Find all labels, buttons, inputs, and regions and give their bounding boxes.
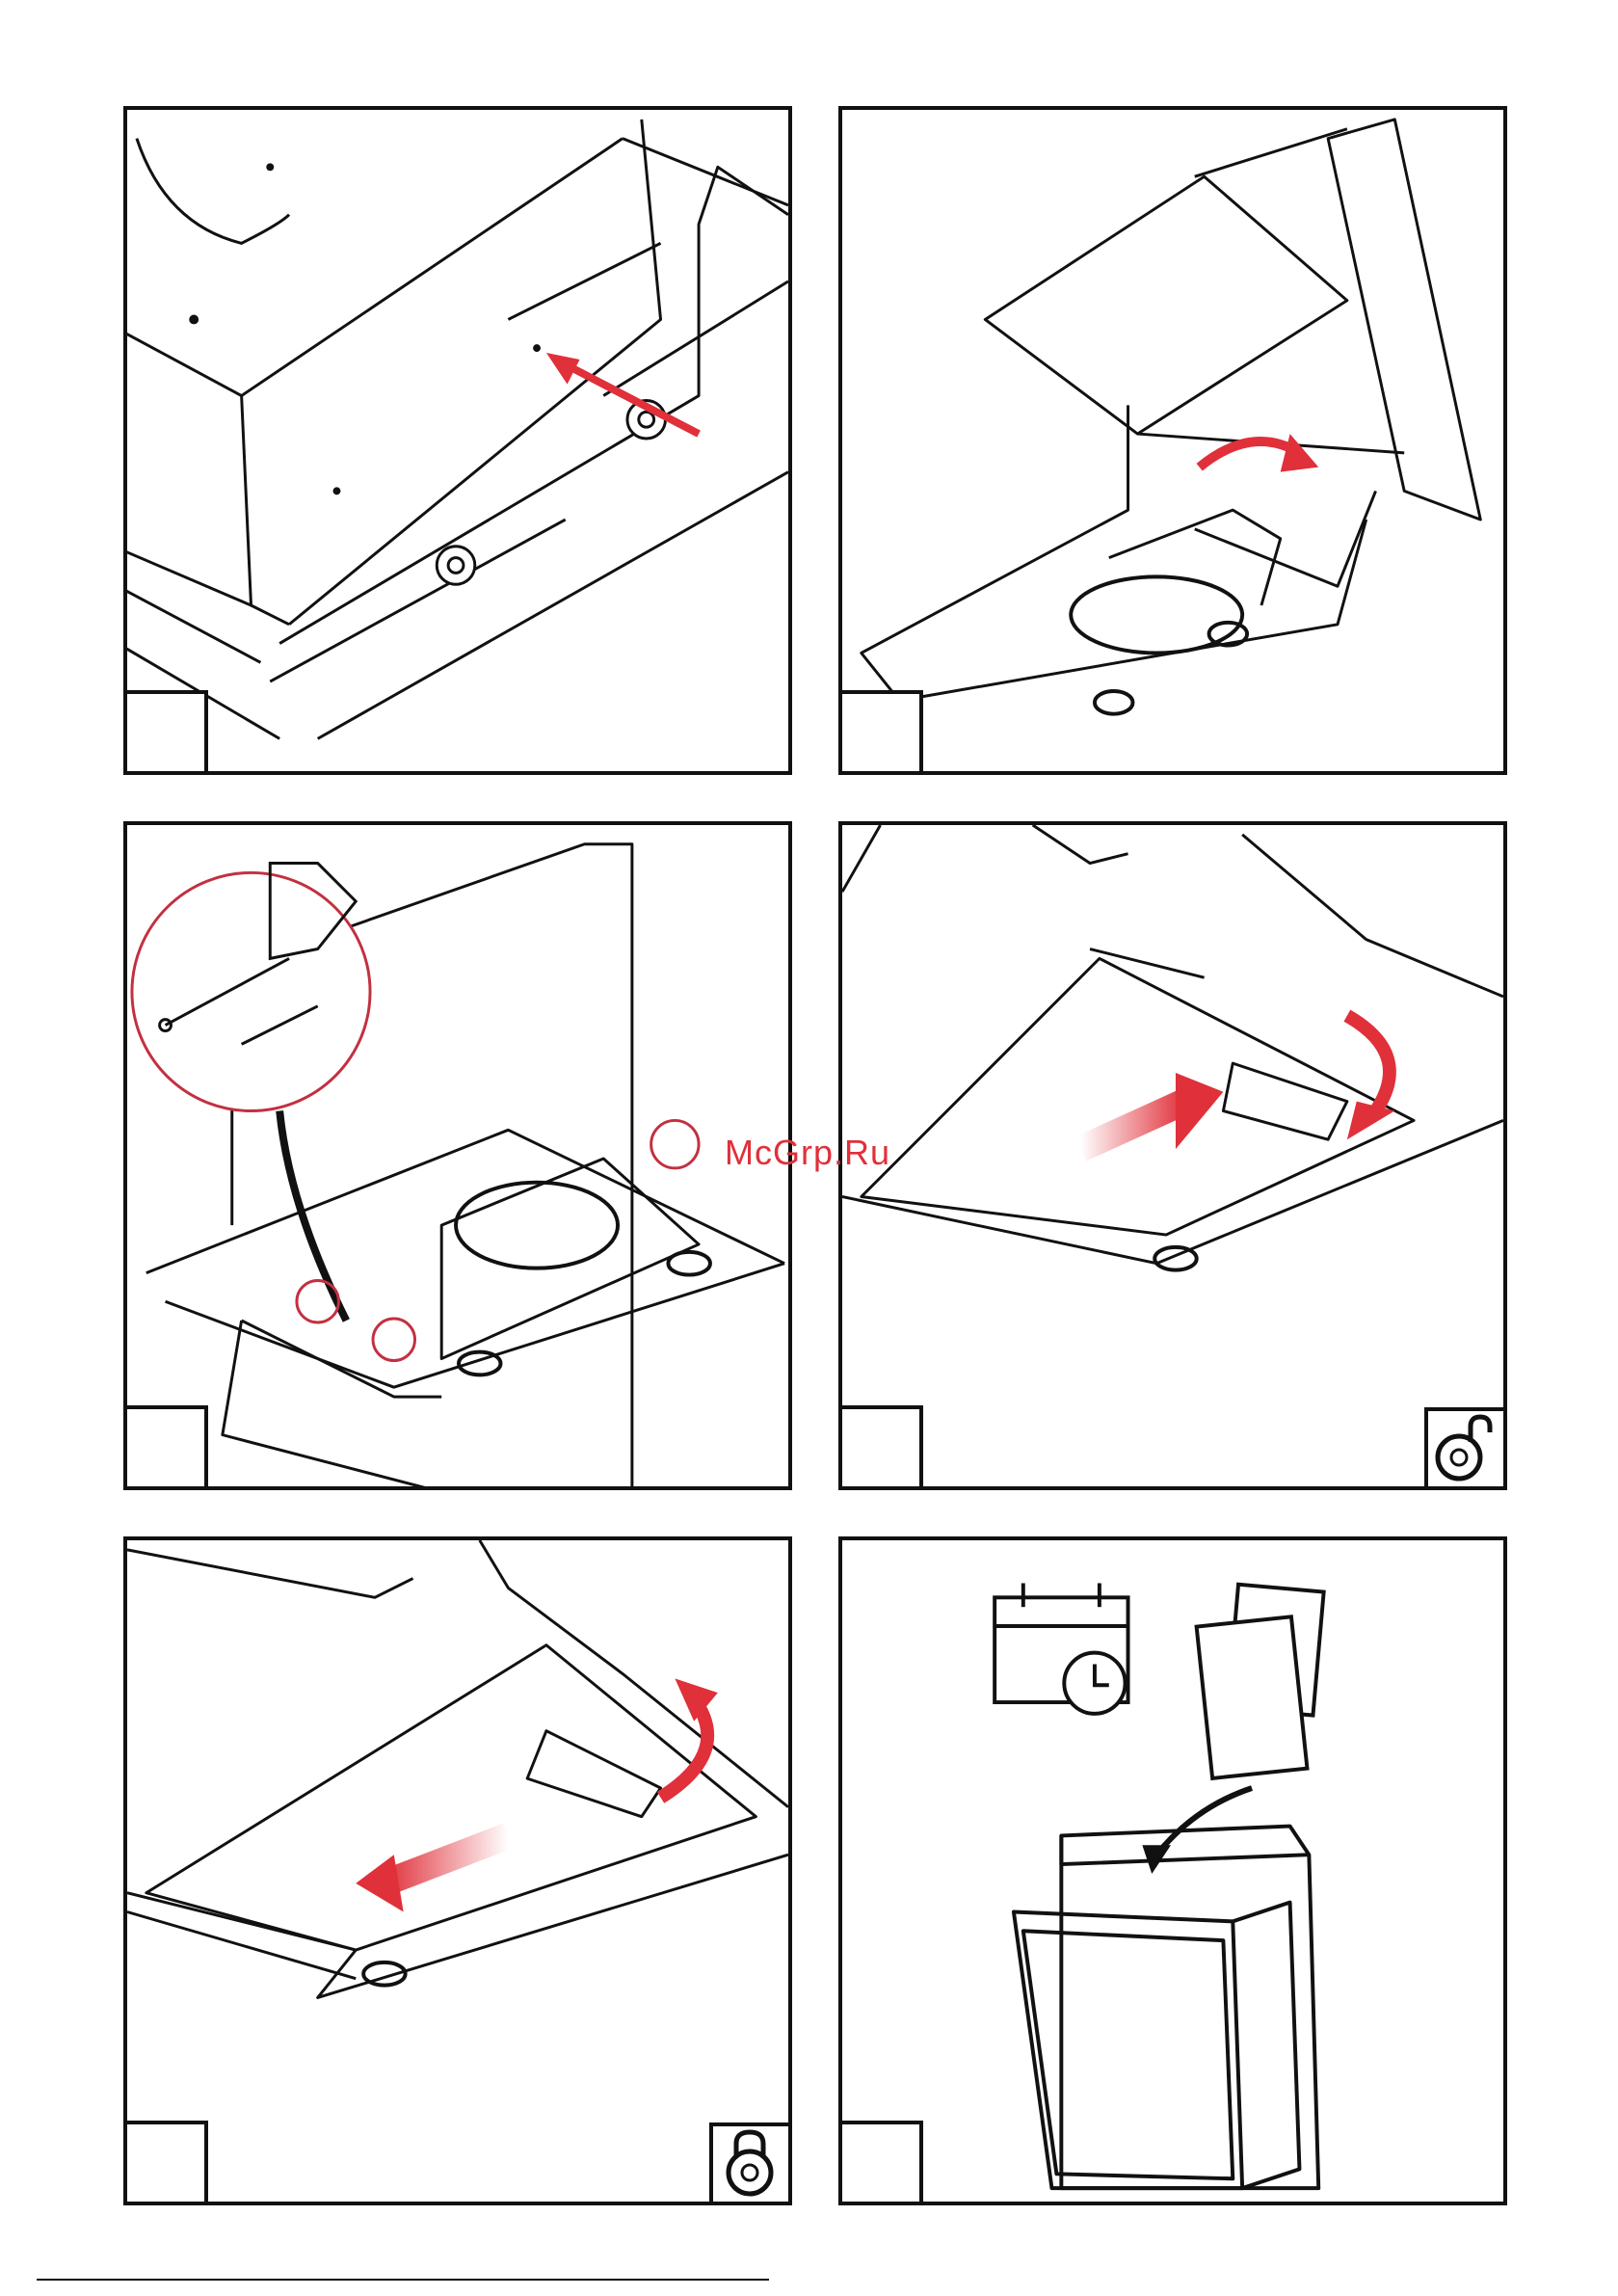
red-arrow-icon [356,1855,403,1911]
illustration-dishwasher [842,1540,1503,2202]
step-box-6 [838,2121,923,2205]
step-box-2 [838,690,923,775]
watermark-text: McGrp.Ru [725,1133,890,1173]
dishwasher-icon [1014,1827,1318,2189]
fan-motor-icon [456,1183,618,1268]
instruction-panel-5 [123,1536,792,2205]
illustration-detail-screws [127,825,788,1486]
screw-bracket-left-icon [437,547,475,585]
illustration-glass-panel-lift [842,110,1503,771]
lock-box-4 [1424,1407,1507,1490]
filter-cartridges-icon [1197,1585,1324,1778]
instruction-panel-4 [838,821,1507,1490]
pointer-arrow [1156,1788,1252,1855]
magnifier-circle-icon [132,872,370,1110]
instruction-panel-3 [123,821,792,1490]
step-box-5 [123,2121,208,2205]
lock-closed-icon [713,2126,788,2202]
bottom-divider [37,2279,769,2281]
instruction-panel-2 [838,106,1507,775]
step-box-3 [123,1405,208,1490]
illustration-mounting-screws [127,110,788,771]
lock-open-icon [1428,1411,1503,1486]
calendar-clock-icon [995,1583,1127,1713]
red-arrow-icon [546,353,580,385]
step-box-1 [123,690,208,775]
light-left-icon [1095,691,1133,714]
red-arrow-icon [1176,1073,1223,1149]
instruction-panel-1 [123,106,792,775]
illustration-filter-insertion [127,1540,788,2202]
illustration-filter-removal [842,825,1503,1486]
step-box-4 [838,1405,923,1490]
instruction-panel-6 [838,1536,1507,2205]
lock-box-5 [709,2122,792,2205]
